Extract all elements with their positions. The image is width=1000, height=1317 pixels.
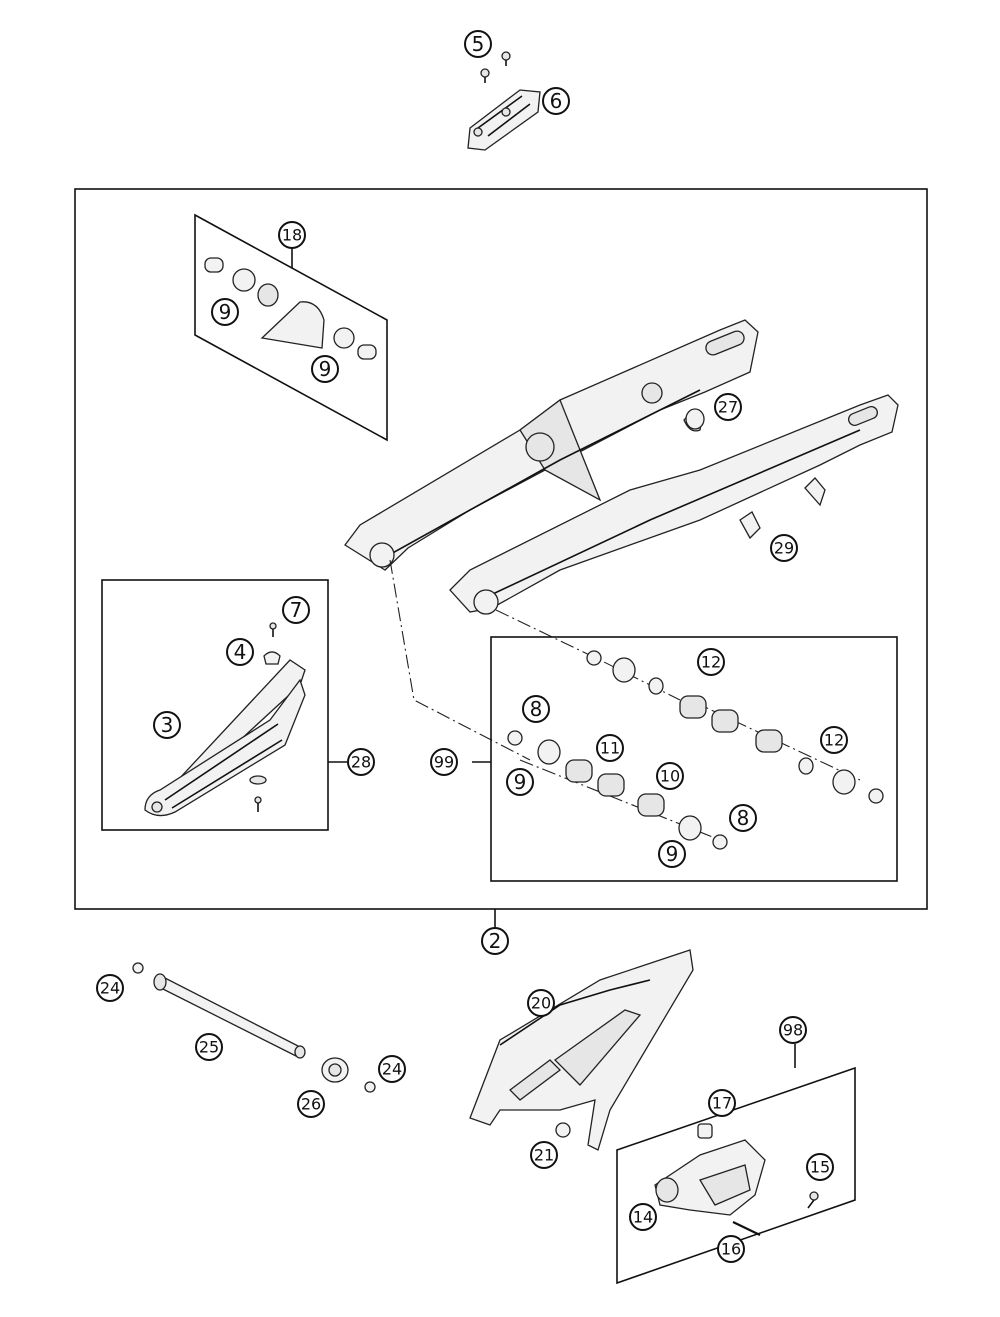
kit-98-group — [616, 1044, 856, 1285]
svg-text:27: 27 — [718, 398, 738, 417]
svg-text:18: 18 — [282, 226, 302, 245]
swingarm-part — [344, 319, 899, 615]
svg-text:24: 24 — [382, 1060, 402, 1079]
svg-text:99: 99 — [434, 753, 454, 772]
callout-2: 2 — [481, 927, 509, 955]
svg-text:8: 8 — [530, 697, 543, 721]
callout-99: 99 — [430, 748, 458, 776]
callout-9: 9 — [658, 840, 686, 868]
svg-text:16: 16 — [721, 1240, 741, 1259]
svg-text:4: 4 — [234, 640, 247, 664]
svg-text:24: 24 — [100, 979, 120, 998]
svg-text:28: 28 — [351, 753, 371, 772]
callout-25: 25 — [195, 1033, 223, 1061]
callout-21: 21 — [530, 1141, 558, 1169]
svg-text:14: 14 — [633, 1208, 653, 1227]
callout-8: 8 — [522, 695, 550, 723]
svg-text:12: 12 — [701, 653, 721, 672]
svg-text:3: 3 — [161, 713, 174, 737]
callout-17: 17 — [708, 1089, 736, 1117]
callout-6: 6 — [542, 87, 570, 115]
callout-12: 12 — [697, 648, 725, 676]
callout-11: 11 — [596, 734, 624, 762]
callout-7: 7 — [282, 596, 310, 624]
screw-part — [480, 51, 511, 83]
swingarm-group-frame — [74, 188, 928, 910]
svg-text:12: 12 — [824, 731, 844, 750]
kit-99-group — [472, 636, 898, 882]
callout-10: 10 — [656, 762, 684, 790]
svg-text:2: 2 — [489, 929, 502, 953]
callout-14: 14 — [629, 1203, 657, 1231]
callout-16: 16 — [717, 1235, 745, 1263]
callout-29: 29 — [770, 534, 798, 562]
svg-text:9: 9 — [219, 300, 232, 324]
callout-20: 20 — [527, 989, 555, 1017]
callout-24: 24 — [378, 1055, 406, 1083]
svg-text:7: 7 — [290, 598, 303, 622]
callout-28: 28 — [347, 748, 375, 776]
callout-24: 24 — [96, 974, 124, 1002]
pivot-axle-part — [132, 962, 376, 1093]
svg-text:26: 26 — [301, 1095, 321, 1114]
svg-text:17: 17 — [712, 1094, 732, 1113]
svg-text:10: 10 — [660, 767, 680, 786]
callout-3: 3 — [153, 711, 181, 739]
chain-slider-part — [467, 89, 541, 151]
kit-28-group — [101, 579, 348, 831]
callout-9: 9 — [311, 355, 339, 383]
svg-text:9: 9 — [319, 357, 332, 381]
callout-27: 27 — [714, 393, 742, 421]
svg-text:5: 5 — [472, 32, 485, 56]
svg-text:9: 9 — [514, 770, 527, 794]
svg-text:98: 98 — [783, 1021, 803, 1040]
svg-text:6: 6 — [550, 89, 563, 113]
svg-text:15: 15 — [810, 1158, 830, 1177]
svg-text:9: 9 — [666, 842, 679, 866]
callout-26: 26 — [297, 1090, 325, 1118]
callout-98: 98 — [779, 1016, 807, 1044]
svg-text:25: 25 — [199, 1038, 219, 1057]
callout-12: 12 — [820, 726, 848, 754]
svg-text:8: 8 — [737, 806, 750, 830]
callout-9: 9 — [506, 768, 534, 796]
svg-text:29: 29 — [774, 539, 794, 558]
chain-guard-part — [469, 949, 694, 1151]
callout-5: 5 — [464, 30, 492, 58]
svg-text:11: 11 — [600, 739, 620, 758]
callout-4: 4 — [226, 638, 254, 666]
kit-18-group — [194, 213, 388, 442]
callout-15: 15 — [806, 1153, 834, 1181]
callout-9: 9 — [211, 298, 239, 326]
svg-text:21: 21 — [534, 1146, 554, 1165]
svg-text:20: 20 — [531, 994, 551, 1013]
callout-18: 18 — [278, 221, 306, 249]
callout-8: 8 — [729, 804, 757, 832]
